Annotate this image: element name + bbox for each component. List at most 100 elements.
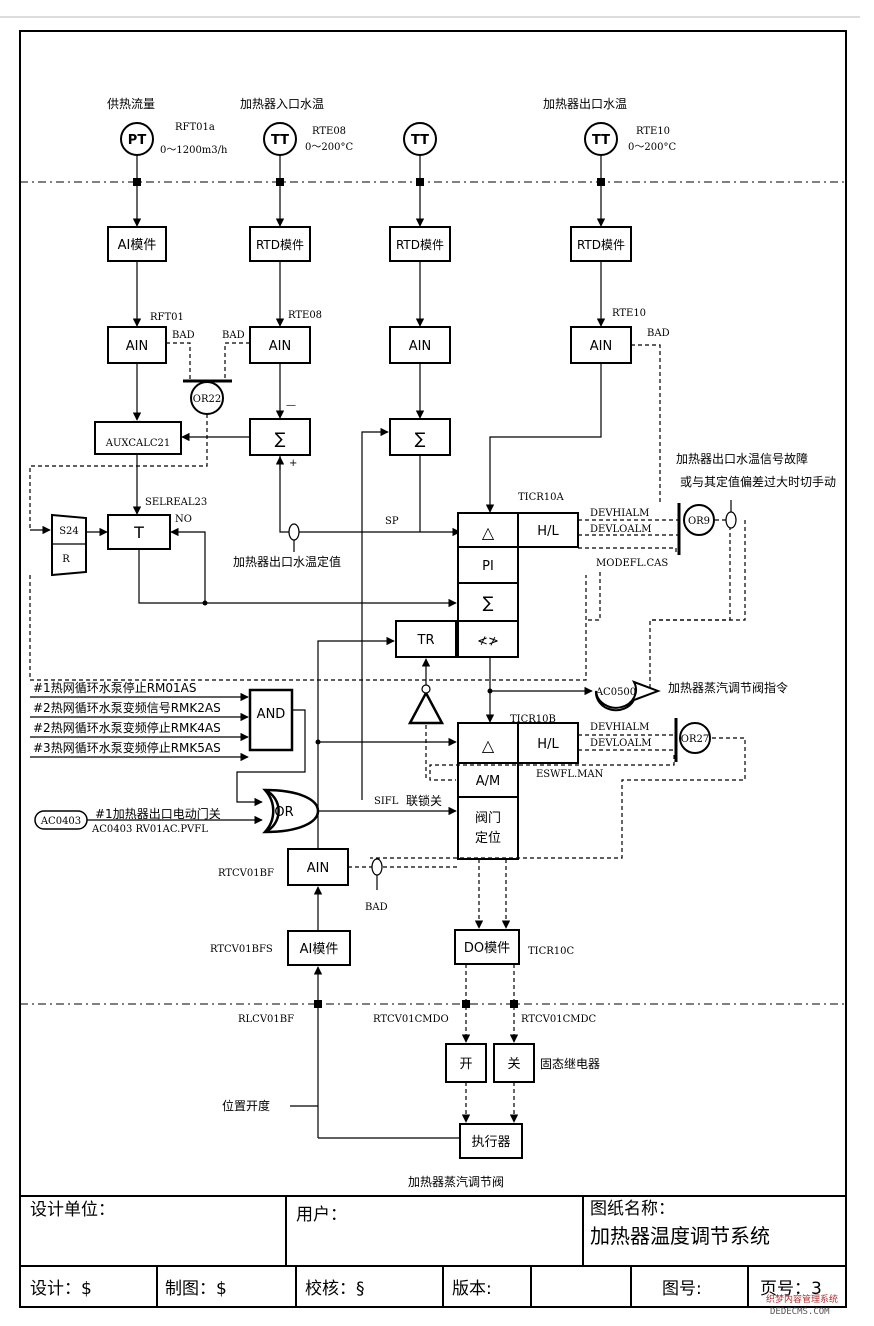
sp-label: SP bbox=[385, 516, 399, 527]
sensor-wires bbox=[132, 155, 606, 227]
flow-tag: RFT01a bbox=[175, 122, 215, 133]
pid-b-hl-box bbox=[517, 722, 579, 764]
rlcv01bf-tag: RLCV01BF bbox=[238, 1014, 294, 1025]
or22-gate bbox=[190, 381, 224, 415]
pid-a-rate-label: ≮≯ bbox=[477, 634, 499, 649]
inlet-title: 加热器入口水温 bbox=[240, 97, 324, 111]
pid-b-alarm-wires bbox=[370, 725, 746, 859]
title-block-grid bbox=[20, 1195, 846, 1307]
pid-b-delta-icon: △ bbox=[482, 736, 495, 755]
valve-positioner-box bbox=[457, 796, 519, 860]
inlet-range: 0～200°C bbox=[305, 142, 353, 153]
devhialm-a: DEVHIALM bbox=[590, 508, 649, 519]
design-unit-label: 设计单位： bbox=[30, 1200, 115, 1220]
tt-inlet-symbol: TT bbox=[271, 133, 289, 148]
or22-label: OR22 bbox=[193, 394, 221, 405]
rtd-module-outlet-box bbox=[570, 226, 632, 262]
interlock-label: 联锁关 bbox=[406, 793, 442, 808]
outlet-title: 加热器出口水温 bbox=[543, 97, 627, 111]
tr-feed-wire bbox=[317, 636, 395, 855]
pid-b-am-label: A/M bbox=[476, 774, 501, 789]
sum-middle-box bbox=[389, 418, 451, 456]
and-gate bbox=[248, 688, 294, 752]
plus-sign: + bbox=[289, 458, 297, 469]
rft01-tag: RFT01 bbox=[150, 312, 184, 323]
rtcv01cmdc-tag: RTCV01CMDC bbox=[521, 1014, 597, 1025]
rtcv01bf-tag: RTCV01BF bbox=[218, 868, 274, 879]
inverter-bubble bbox=[421, 684, 431, 694]
designer-field: 设计：$ bbox=[30, 1279, 92, 1299]
ain-middle-label: AIN bbox=[409, 339, 431, 354]
watermark-en: DEDECMS.COM bbox=[770, 1307, 830, 1317]
pid-a-pi-box bbox=[457, 546, 519, 584]
ain-flow-label: AIN bbox=[126, 339, 148, 354]
tt-outlet-symbol: TT bbox=[592, 133, 610, 148]
rtd-module-middle-box bbox=[389, 226, 451, 262]
pid-a-pi-label: PI bbox=[482, 559, 494, 574]
rtd-module-middle-label: RTD模件 bbox=[396, 238, 444, 252]
outlet-range: 0～200°C bbox=[628, 142, 676, 153]
setpoint-label: 加热器出口水温定值 bbox=[233, 554, 341, 569]
eswfl-label: ESWFL.MAN bbox=[536, 769, 604, 780]
rtd-module-outlet-label: RTD模件 bbox=[577, 238, 625, 252]
sifl-label: SIFL bbox=[374, 796, 399, 807]
open-relay-box bbox=[445, 1043, 487, 1083]
ai-module-bottom-label: AI模件 bbox=[300, 942, 339, 957]
bad-label-flow: BAD bbox=[172, 330, 195, 341]
setpoint-wire bbox=[279, 455, 461, 537]
checker-field: 校核：§ bbox=[305, 1279, 365, 1299]
s24-label: S24 bbox=[59, 526, 79, 537]
ain-inlet-label: AIN bbox=[269, 339, 291, 354]
t-feedback bbox=[170, 527, 206, 603]
or22-to-outer bbox=[650, 520, 746, 621]
pump-signal-2: #2热网循环水泵变频信号RMK2AS bbox=[33, 700, 221, 715]
or9-gate bbox=[683, 504, 715, 536]
pump-signal-4: #3热网循环水泵变频停止RMK5AS bbox=[33, 740, 221, 755]
pid-a-sum-label: ∑ bbox=[483, 593, 494, 612]
tr-box bbox=[395, 620, 457, 658]
ai-module-label: AI模件 bbox=[118, 238, 157, 253]
fault-note-2: 或与其定值偏差过大时切手动 bbox=[680, 474, 836, 489]
modefl-return bbox=[586, 572, 601, 621]
rtcv01bfs-tag: RTCV01BFS bbox=[210, 944, 273, 955]
flow-title: 供热流量 bbox=[107, 97, 155, 111]
drawing-name: 加热器温度调节系统 bbox=[590, 1224, 770, 1248]
valve-positioner-l1: 阀门 bbox=[475, 811, 501, 826]
auxcalc-box bbox=[94, 421, 182, 455]
pump-signal-3: #2热网循环水泵变频停止RMK4AS bbox=[33, 720, 221, 735]
flow-range: 0～1200m3/h bbox=[160, 145, 228, 156]
rte10-tag: RTE10 bbox=[612, 308, 646, 319]
ssr-label: 固态继电器 bbox=[540, 1057, 600, 1071]
pid-a-delta-icon: △ bbox=[482, 523, 495, 542]
ain-outlet-to-pid bbox=[485, 363, 602, 513]
actuator-label: 执行器 bbox=[471, 1135, 510, 1150]
valve-title: 加热器蒸汽调节阀 bbox=[408, 1174, 504, 1189]
sum-middle-label: ∑ bbox=[415, 429, 426, 448]
position-label: 位置开度 bbox=[222, 1098, 270, 1113]
drafter-field: 制图：$ bbox=[165, 1279, 227, 1299]
ticr10c-tag: TICR10C bbox=[528, 946, 575, 957]
auxcalc-label: AUXCALC21 bbox=[105, 438, 170, 449]
devloalm-b: DEVLOALM bbox=[590, 738, 651, 749]
no-label: NO bbox=[175, 514, 192, 525]
inverter-triangle bbox=[407, 690, 445, 725]
rte08-tag: RTE08 bbox=[288, 310, 322, 321]
pid-a-rate-box bbox=[457, 620, 519, 658]
ain-outlet-label: AIN bbox=[590, 339, 612, 354]
or27-gate bbox=[679, 722, 711, 754]
man-return-wire bbox=[29, 575, 587, 681]
pid-b-hl-label: H/L bbox=[537, 737, 559, 752]
outlet-tag: RTE10 bbox=[636, 126, 670, 137]
or9-valve-icon bbox=[725, 511, 737, 529]
or27-label: OR27 bbox=[681, 734, 709, 745]
junctions-top bbox=[133, 178, 605, 186]
close-relay-box bbox=[493, 1043, 535, 1083]
sum-inlet-box bbox=[249, 418, 311, 456]
tt-middle-symbol: TT bbox=[411, 133, 429, 148]
bad-label-fb: BAD bbox=[365, 902, 388, 913]
close-relay-label: 关 bbox=[507, 1057, 520, 1072]
ain-feedback-label: AIN bbox=[307, 861, 329, 876]
ac0500-label: AC0500 bbox=[595, 687, 636, 698]
user-label: 用户： bbox=[296, 1205, 347, 1225]
watermark-cn: 织梦内容管理系统 bbox=[766, 1293, 838, 1305]
